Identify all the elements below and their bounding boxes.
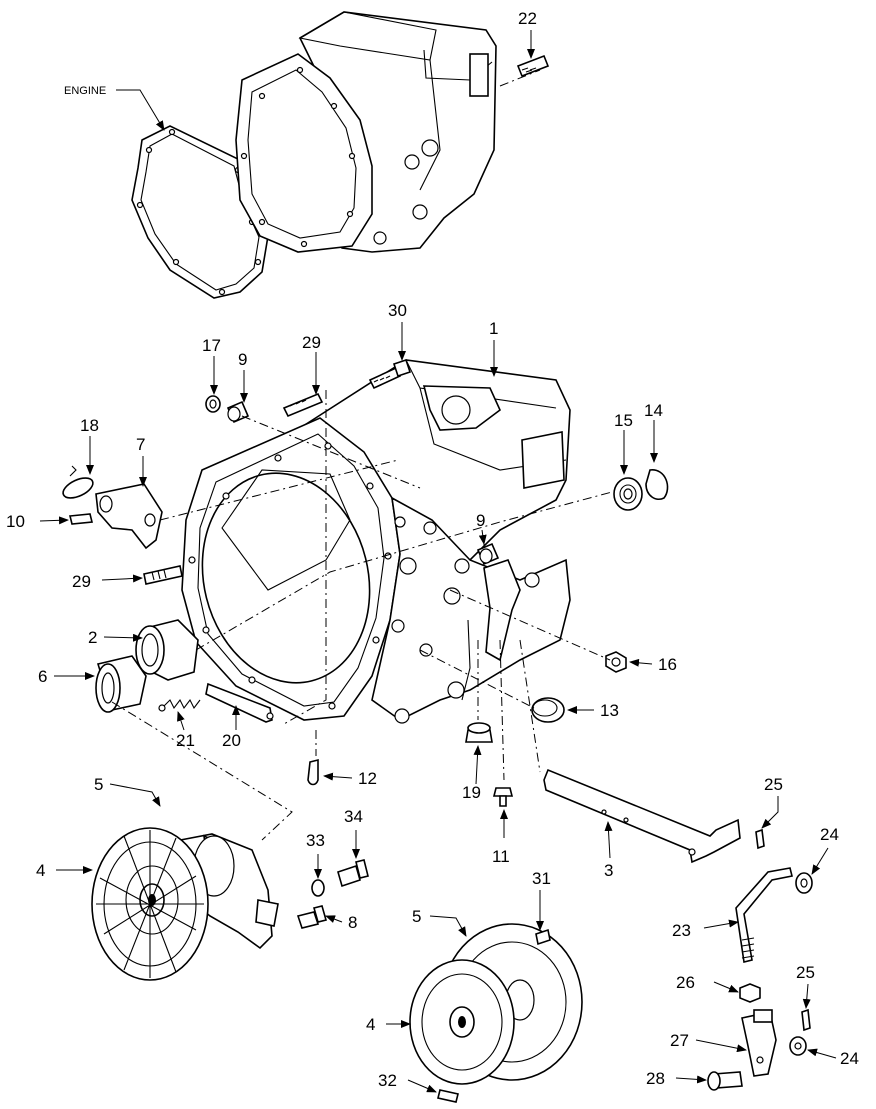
bushing-9-right <box>476 542 500 566</box>
dowel-32 <box>437 1089 459 1103</box>
plug-13 <box>531 697 565 723</box>
callout-6: 6 <box>38 667 47 686</box>
spring-21 <box>158 698 201 712</box>
bracket-20 <box>205 682 274 723</box>
stud-22 <box>516 54 550 78</box>
callout-4-upper: 4 <box>36 861 45 880</box>
label-engine: ENGINE <box>64 85 106 97</box>
callout-9-top: 9 <box>238 350 247 369</box>
callout-17: 17 <box>202 336 221 355</box>
clutch-disc-4-lower <box>409 959 515 1085</box>
split-pin-12 <box>307 758 319 786</box>
callout-9-right: 9 <box>476 511 485 530</box>
callout-22: 22 <box>518 9 537 28</box>
bushing-9-top <box>226 400 250 424</box>
bolt-34-washer-33 <box>311 859 369 897</box>
callout-5-lower: 5 <box>412 907 421 926</box>
pin-28 <box>707 1071 743 1091</box>
release-fork-7 <box>95 483 163 550</box>
callout-29-left: 29 <box>72 572 91 591</box>
bolt-31 <box>535 928 551 946</box>
callout-labels: ENGINE 22 1 30 29 17 9 18 7 10 29 2 6 21… <box>6 9 859 1090</box>
callout-18: 18 <box>80 416 99 435</box>
callout-3: 3 <box>604 861 613 880</box>
callout-25-lower: 25 <box>796 963 815 982</box>
rod-23 <box>735 867 793 963</box>
bearing-15 <box>613 477 643 511</box>
callout-2: 2 <box>88 628 97 647</box>
stud-29-left <box>143 565 183 585</box>
callout-29-top: 29 <box>302 333 321 352</box>
plug-19 <box>465 722 493 743</box>
callout-25-upper: 25 <box>764 775 783 794</box>
callout-16: 16 <box>658 655 677 674</box>
callout-24-upper: 24 <box>820 825 839 844</box>
callout-30: 30 <box>388 301 407 320</box>
callout-12: 12 <box>358 769 377 788</box>
callout-13: 13 <box>600 701 619 720</box>
assembly-lines <box>111 390 613 841</box>
pin-25-upper <box>755 828 765 850</box>
callout-33: 33 <box>306 831 325 850</box>
callout-15: 15 <box>614 411 633 430</box>
stud-29-top <box>282 392 324 418</box>
washer-24-lower <box>789 1036 807 1056</box>
main-clutch-housing <box>181 359 571 724</box>
callout-26: 26 <box>676 973 695 992</box>
clip-17 <box>205 395 221 413</box>
clevis-27 <box>741 1009 777 1077</box>
pin-25-lower <box>801 1008 811 1032</box>
callout-20: 20 <box>222 731 241 750</box>
callout-32: 32 <box>378 1071 397 1090</box>
callout-14: 14 <box>644 401 663 420</box>
clutch-disc-4-upper <box>91 827 209 981</box>
top-clutch-housing <box>235 11 541 253</box>
nut-16 <box>605 651 627 673</box>
collar-6 <box>95 655 147 713</box>
callout-34: 34 <box>344 807 363 826</box>
bolt-8 <box>296 905 327 929</box>
callout-11: 11 <box>492 847 510 866</box>
key-18 <box>62 465 94 499</box>
callout-7: 7 <box>136 435 145 454</box>
cross-shaft-3 <box>543 768 741 864</box>
callout-10: 10 <box>6 512 25 531</box>
callout-5-upper: 5 <box>94 775 103 794</box>
snap-ring-14 <box>645 469 669 500</box>
callout-1: 1 <box>489 319 498 338</box>
callout-27: 27 <box>670 1031 689 1050</box>
callout-23: 23 <box>672 921 691 940</box>
bolt-30 <box>368 358 412 390</box>
callout-19: 19 <box>462 783 481 802</box>
callout-31: 31 <box>532 869 551 888</box>
pin-10 <box>68 513 94 525</box>
washer-24-upper <box>795 872 813 894</box>
callout-28: 28 <box>646 1069 665 1088</box>
grease-fitting-11 <box>492 787 514 807</box>
callout-8: 8 <box>348 913 357 932</box>
callout-21: 21 <box>176 731 195 750</box>
callout-24-lower: 24 <box>840 1049 859 1068</box>
nut-26 <box>739 983 761 1003</box>
callout-4-lower: 4 <box>366 1015 375 1034</box>
leader-lines <box>39 30 837 1093</box>
release-bearing-2 <box>135 619 199 681</box>
